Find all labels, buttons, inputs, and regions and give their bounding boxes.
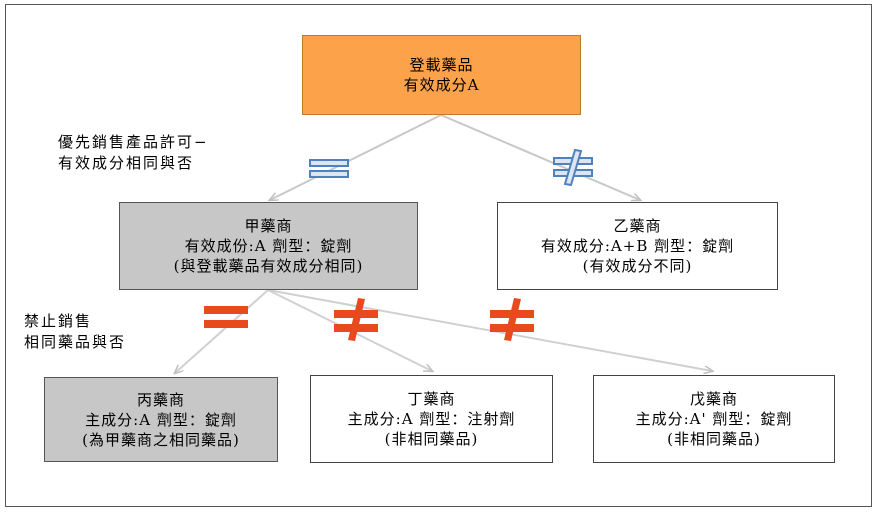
registered-drug-box: 登載藥品 有效成分A — [302, 35, 581, 115]
equal-sign-blue — [309, 159, 349, 178]
company-a-note: (與登載藥品有效成分相同) — [173, 257, 364, 275]
sale-ban-note: 禁止銷售 相同藥品與否 — [24, 311, 126, 353]
company-a-spec: 有效成份:A 劑型：錠劑 — [184, 237, 353, 255]
not-equal-sign-red-1 — [334, 298, 378, 341]
company-d-spec: 主成分:A 劑型：注射劑 — [347, 410, 516, 428]
arrow-root-to-b — [440, 114, 640, 200]
sale-ban-note-line2: 相同藥品與否 — [24, 333, 127, 351]
company-b-name: 乙藥商 — [613, 217, 662, 235]
sale-ban-note-line1: 禁止銷售 — [24, 312, 93, 330]
company-a-box: 甲藥商 有效成份:A 劑型：錠劑 (與登載藥品有效成分相同) — [119, 202, 418, 290]
company-b-box: 乙藥商 有效成分:A+B 劑型：錠劑 (有效成分不同) — [497, 202, 778, 290]
company-e-name: 戊藥商 — [689, 390, 738, 408]
company-d-note: (非相同藥品) — [384, 430, 479, 448]
not-equal-sign-red-2 — [490, 298, 534, 341]
company-c-spec: 主成分:A 劑型：錠劑 — [85, 410, 237, 429]
arrow-a-to-c — [175, 289, 269, 373]
priority-sale-note-line1: 優先銷售產品許可− — [58, 133, 209, 151]
registered-drug-title: 登載藥品 — [409, 56, 474, 74]
company-c-box: 丙藥商 主成分:A 劑型：錠劑 (為甲藥商之相同藥品) — [44, 377, 278, 462]
company-c-name: 丙藥商 — [136, 390, 185, 409]
company-e-box: 戊藥商 主成分:A' 劑型：錠劑 (非相同藥品) — [593, 375, 835, 463]
company-d-name: 丁藥商 — [407, 390, 456, 408]
company-c-note: (為甲藥商之相同藥品) — [82, 430, 240, 449]
company-b-spec: 有效成分:A+B 劑型：錠劑 — [540, 237, 735, 255]
company-e-spec: 主成分:A' 劑型：錠劑 — [635, 410, 793, 428]
registered-drug-ingredient: 有效成分A — [403, 76, 480, 94]
company-b-note: (有效成分不同) — [582, 257, 693, 275]
equal-sign-red — [204, 306, 248, 328]
arrow-root-to-a — [270, 114, 442, 200]
company-d-box: 丁藥商 主成分:A 劑型：注射劑 (非相同藥品) — [310, 375, 553, 463]
not-equal-sign-blue — [553, 148, 593, 187]
company-e-note: (非相同藥品) — [667, 430, 761, 448]
diagram-frame — [5, 4, 872, 507]
company-a-name: 甲藥商 — [244, 217, 293, 235]
priority-sale-note-line2: 有效成分相同與否 — [58, 154, 195, 172]
priority-sale-note: 優先銷售產品許可− 有效成分相同與否 — [58, 132, 209, 174]
